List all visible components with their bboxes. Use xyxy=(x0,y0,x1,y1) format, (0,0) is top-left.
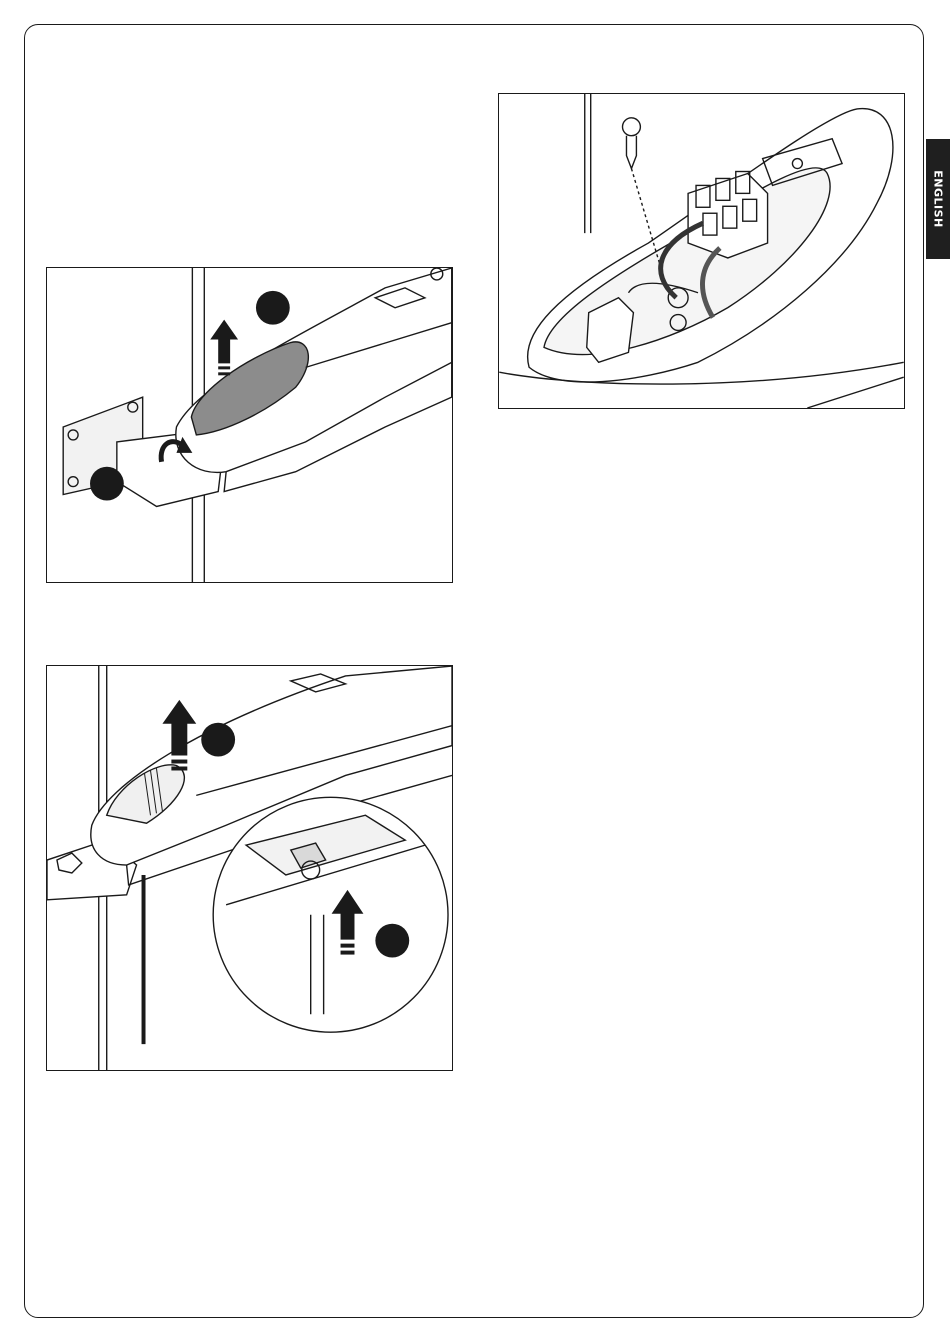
step-marker xyxy=(90,467,124,501)
figure-terminal-wiring xyxy=(498,93,905,409)
language-tab: ENGLISH xyxy=(926,139,950,259)
step-marker xyxy=(201,723,235,757)
figure-insert-cable xyxy=(46,665,453,1071)
remove-cover-illustration xyxy=(47,268,452,582)
language-tab-label: ENGLISH xyxy=(932,170,945,227)
terminal-board-wiring-illustration xyxy=(499,94,904,408)
cable-insertion-illustration xyxy=(47,666,452,1070)
step-marker xyxy=(375,924,409,958)
figure-remove-cover xyxy=(46,267,453,583)
step-marker xyxy=(256,291,290,325)
